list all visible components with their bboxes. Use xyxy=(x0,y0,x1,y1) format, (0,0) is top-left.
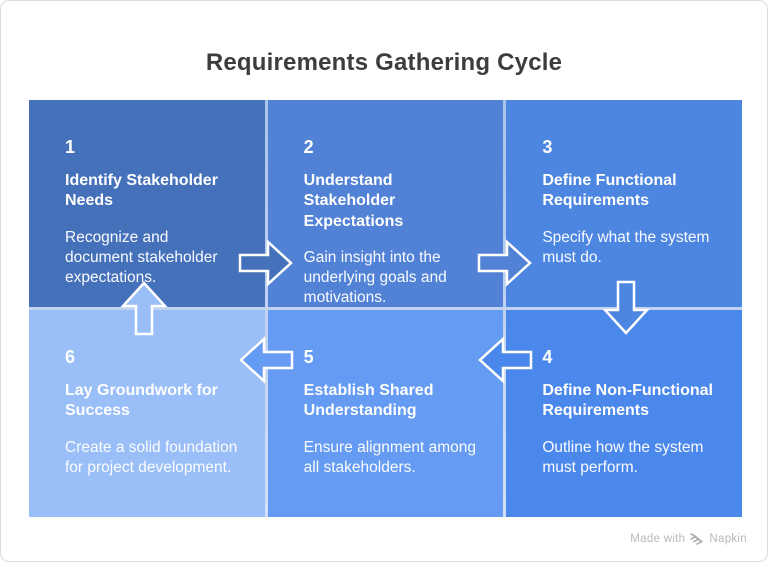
arrow-right-1-to-2-icon xyxy=(238,239,293,287)
step-card-1: 1 Identify Stakeholder Needs Recognize a… xyxy=(29,100,265,307)
napkin-logo-icon xyxy=(690,533,704,545)
cycle-grid: 1 Identify Stakeholder Needs Recognize a… xyxy=(29,100,742,517)
step-card-4: 4 Define Non-Functional Requirements Out… xyxy=(506,310,742,517)
step-title: Define Non-Functional Requirements xyxy=(542,382,713,420)
step-title: Identify Stakeholder Needs xyxy=(65,172,218,210)
step-description: Recognize and document stakeholder expec… xyxy=(65,228,218,286)
step-description: Outline how the system must perform. xyxy=(542,438,704,476)
step-description: Ensure alignment among all stakeholders. xyxy=(303,438,476,476)
made-with-label: Made with xyxy=(630,533,686,545)
step-title: Understand Stakeholder Expectations xyxy=(303,172,404,230)
step-card-5: 5 Establish Shared Understanding Ensure … xyxy=(267,310,504,517)
page-title: Requirements Gathering Cycle xyxy=(205,49,563,76)
step-description: Specify what the system must do. xyxy=(542,228,710,266)
arrow-left-5-to-6-icon xyxy=(239,336,294,384)
step-number: 5 xyxy=(303,347,314,367)
arrow-left-4-to-5-icon xyxy=(478,336,533,384)
step-card-3: 3 Define Functional Requirements Specify… xyxy=(506,100,742,307)
step-description: Create a solid foundation for project de… xyxy=(65,438,238,476)
step-number: 2 xyxy=(303,137,314,157)
step-number: 1 xyxy=(65,137,76,157)
step-description: Gain insight into the underlying goals a… xyxy=(303,248,447,307)
step-title: Define Functional Requirements xyxy=(542,172,677,210)
step-number: 3 xyxy=(542,137,553,157)
arrow-up-6-to-1-icon xyxy=(120,281,168,336)
step-number: 4 xyxy=(542,347,553,367)
brand-label: Napkin xyxy=(709,533,747,545)
step-card-6: 6 Lay Groundwork for Success Create a so… xyxy=(29,310,265,517)
step-title: Lay Groundwork for Success xyxy=(65,382,218,420)
arrow-down-3-to-4-icon xyxy=(602,280,650,335)
made-with-napkin-watermark: Made with Napkin xyxy=(630,533,747,545)
step-title: Establish Shared Understanding xyxy=(303,382,434,420)
arrow-right-2-to-3-icon xyxy=(477,239,532,287)
step-card-2: 2 Understand Stakeholder Expectations Ga… xyxy=(267,100,504,307)
step-number: 6 xyxy=(65,347,76,367)
